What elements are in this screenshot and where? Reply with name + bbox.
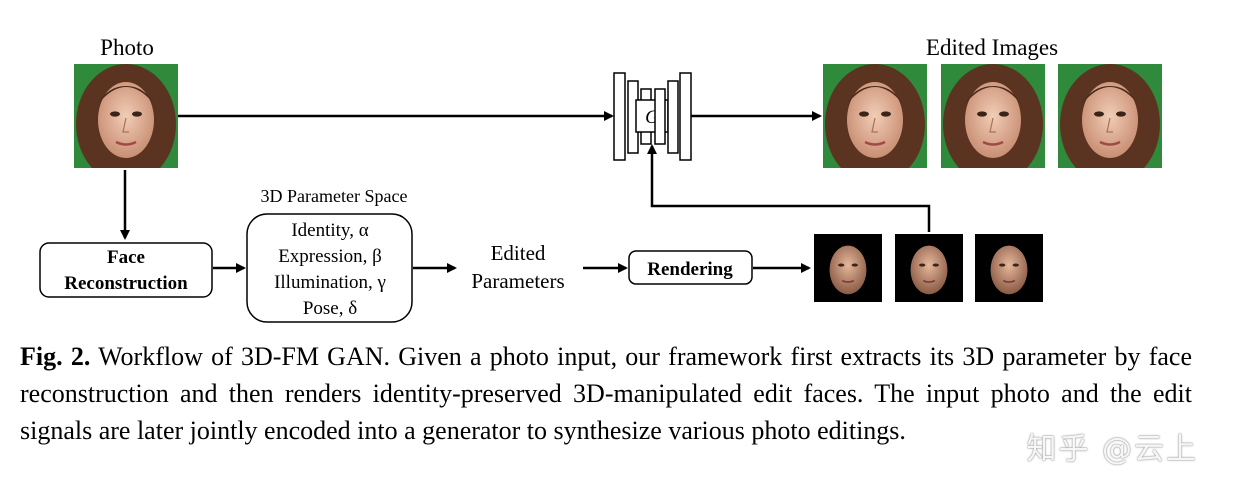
rendering-label: Rendering <box>647 259 733 280</box>
generator-block: G <box>613 72 692 161</box>
param-space-label: 3D Parameter Space <box>261 186 408 206</box>
photo-label: Photo <box>100 35 154 60</box>
param-space-box: Identity, α Expression, β Illumination, … <box>246 213 413 323</box>
face-reconstruction-box: Face Reconstruction <box>39 242 213 298</box>
face-reconstruction-line2: Reconstruction <box>64 273 188 294</box>
edited-image-1 <box>823 64 927 168</box>
rendering-box: Rendering <box>628 250 753 285</box>
edited-parameters-line1: Edited <box>491 241 546 265</box>
input-photo <box>74 64 178 168</box>
rendered-face-3 <box>974 234 1044 302</box>
edited-image-3 <box>1058 64 1162 168</box>
edited-images-label: Edited Images <box>926 35 1058 60</box>
param-pose: Pose, δ <box>303 298 357 319</box>
caption-fig-label: Fig. 2. <box>20 342 91 371</box>
caption-text: Workflow of 3D-FM GAN. Given a photo inp… <box>20 342 1193 445</box>
rendered-face-2 <box>894 234 964 302</box>
figure-caption: Fig. 2. Workflow of 3D-FM GAN. Given a p… <box>20 338 1192 449</box>
rendered-face-1 <box>813 234 883 302</box>
edited-image-2 <box>941 64 1045 168</box>
param-illumination: Illumination, γ <box>274 272 386 293</box>
face-reconstruction-line1: Face <box>107 247 145 268</box>
watermark: 知乎 @云上 <box>1026 432 1198 467</box>
arrow-renders-to-generator <box>647 144 931 232</box>
workflow-diagram: Photo Face Reconstruction 3D Parameter S… <box>39 35 1162 323</box>
param-expression: Expression, β <box>278 246 382 267</box>
edited-parameters-line2: Parameters <box>471 269 564 293</box>
param-identity: Identity, α <box>291 220 368 241</box>
